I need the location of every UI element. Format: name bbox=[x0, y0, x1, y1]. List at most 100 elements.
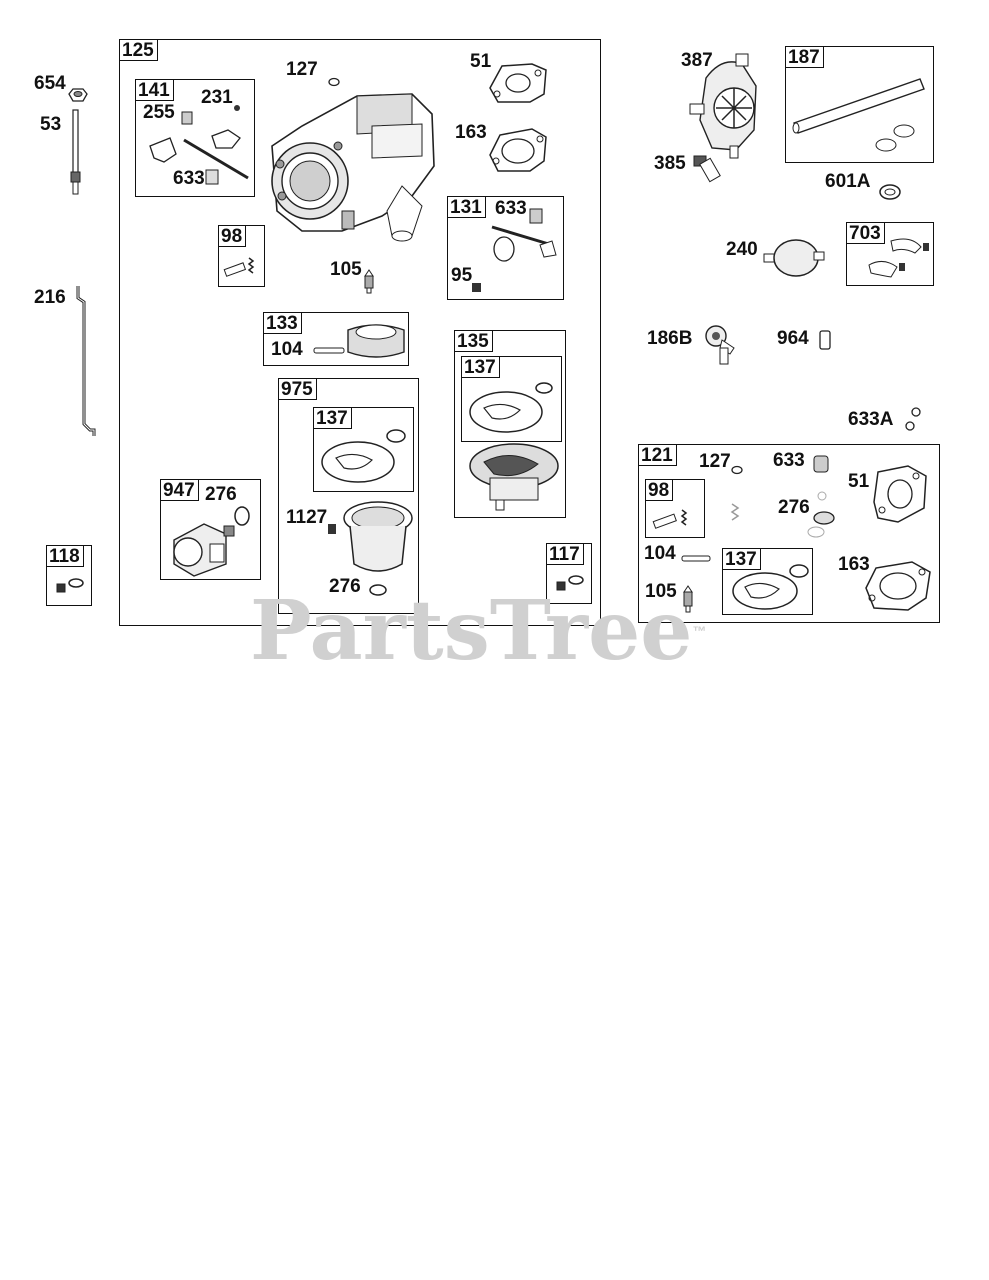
oring-icon bbox=[328, 77, 340, 87]
choke-parts-icon bbox=[149, 105, 249, 185]
kit-tag: 137 bbox=[462, 357, 500, 378]
kit-141[interactable]: 141 bbox=[135, 79, 255, 197]
label-601A[interactable]: 601A bbox=[825, 171, 871, 192]
kit-tag: 703 bbox=[847, 223, 885, 244]
kit-tag: 118 bbox=[47, 546, 84, 567]
gasket-51-icon bbox=[489, 63, 547, 103]
fuel-pump-icon bbox=[689, 53, 757, 159]
float-icon bbox=[313, 324, 405, 358]
watermark-text: PartsTree bbox=[250, 583, 693, 679]
sleeve-icon bbox=[819, 330, 831, 350]
kit-tag: 947 bbox=[161, 480, 199, 501]
label-633b[interactable]: 633 bbox=[495, 198, 527, 219]
assembly-tag: 125 bbox=[120, 40, 158, 61]
kit-tag: 117 bbox=[547, 544, 584, 565]
label-163[interactable]: 163 bbox=[455, 122, 487, 143]
label-53[interactable]: 53 bbox=[40, 114, 62, 135]
throttle-shaft-icon bbox=[472, 208, 557, 292]
screw-washer-icon bbox=[56, 578, 84, 593]
kit-tag: 133 bbox=[264, 313, 302, 334]
label-104b[interactable]: 104 bbox=[644, 543, 676, 564]
label-240[interactable]: 240 bbox=[726, 239, 758, 260]
assembly-125[interactable]: 125 bbox=[119, 39, 601, 626]
float-bowl-icon bbox=[328, 501, 413, 596]
kit-98-b[interactable]: 98 bbox=[645, 479, 705, 538]
label-276b[interactable]: 276 bbox=[329, 576, 361, 597]
label-51b[interactable]: 51 bbox=[848, 471, 870, 492]
spring-washer-icon bbox=[730, 503, 835, 538]
kit-121[interactable]: 121 bbox=[638, 444, 940, 623]
label-385[interactable]: 385 bbox=[654, 153, 686, 174]
label-105b[interactable]: 105 bbox=[645, 581, 677, 602]
label-633A[interactable]: 633A bbox=[848, 409, 894, 430]
label-276c[interactable]: 276 bbox=[778, 497, 810, 518]
kit-tag: 135 bbox=[455, 331, 493, 352]
kit-tag: 131 bbox=[448, 197, 486, 218]
label-276a[interactable]: 276 bbox=[205, 484, 237, 505]
watermark-trademark: ™ bbox=[692, 623, 707, 639]
gasket-163-icon bbox=[489, 128, 547, 172]
kit-tag: 98 bbox=[219, 226, 247, 247]
gasket-51b-icon bbox=[873, 465, 927, 523]
solenoid-icon bbox=[173, 506, 250, 577]
label-964[interactable]: 964 bbox=[777, 328, 809, 349]
kit-tag: 137 bbox=[314, 408, 352, 429]
kit-135[interactable]: 135 bbox=[454, 330, 566, 518]
label-633c[interactable]: 633 bbox=[773, 450, 805, 471]
screw-washer-icon bbox=[556, 575, 584, 591]
label-654[interactable]: 654 bbox=[34, 73, 66, 94]
label-104[interactable]: 104 bbox=[271, 339, 303, 360]
label-163b[interactable]: 163 bbox=[838, 554, 870, 575]
kit-tag: 98 bbox=[646, 480, 674, 501]
label-105[interactable]: 105 bbox=[330, 259, 362, 280]
pump-screw-icon bbox=[693, 155, 721, 183]
screw-spring-icon bbox=[652, 509, 688, 529]
kit-117[interactable]: 117 bbox=[546, 543, 592, 604]
screw-spring-icon bbox=[223, 257, 255, 277]
kit-98[interactable]: 98 bbox=[218, 225, 265, 287]
clamp-icon bbox=[879, 184, 901, 200]
fuel-line-icon bbox=[792, 78, 925, 152]
oring-icon bbox=[731, 465, 743, 475]
carburetor-body-icon bbox=[271, 93, 435, 242]
kit-947[interactable]: 947 bbox=[160, 479, 261, 580]
needle-icon bbox=[683, 585, 693, 613]
label-633[interactable]: 633 bbox=[173, 168, 205, 189]
label-51[interactable]: 51 bbox=[470, 51, 492, 72]
nut-icon bbox=[68, 88, 88, 102]
kit-137-c[interactable]: 137 bbox=[722, 548, 813, 615]
label-216[interactable]: 216 bbox=[34, 287, 66, 308]
kit-118[interactable]: 118 bbox=[46, 545, 92, 606]
label-231[interactable]: 231 bbox=[201, 87, 233, 108]
kit-tag: 137 bbox=[723, 549, 761, 570]
fuel-filter-icon bbox=[763, 239, 825, 277]
kit-133[interactable]: 133 bbox=[263, 312, 409, 366]
bushing-icon bbox=[813, 455, 829, 501]
gasket-137-icon bbox=[321, 429, 406, 483]
kit-tag: 121 bbox=[639, 445, 677, 466]
kit-131[interactable]: 131 bbox=[447, 196, 564, 300]
kit-703[interactable]: 703 bbox=[846, 222, 934, 286]
shaft-icon bbox=[70, 109, 81, 195]
label-186B[interactable]: 186B bbox=[647, 328, 693, 349]
needle-icon bbox=[364, 269, 374, 294]
kit-975[interactable]: 975 bbox=[278, 378, 419, 614]
kit-137-b[interactable]: 137 bbox=[313, 407, 414, 492]
kit-tag: 975 bbox=[279, 379, 317, 400]
rod-icon bbox=[76, 286, 96, 436]
washers-icon bbox=[905, 407, 921, 431]
label-127b[interactable]: 127 bbox=[699, 451, 731, 472]
kit-187[interactable]: 187 bbox=[785, 46, 934, 163]
label-127[interactable]: 127 bbox=[286, 59, 318, 80]
kit-137-a[interactable]: 137 bbox=[461, 356, 562, 442]
elbow-fitting-icon bbox=[705, 325, 735, 365]
kit-tag: 141 bbox=[136, 80, 174, 101]
label-255[interactable]: 255 bbox=[143, 102, 175, 123]
label-95[interactable]: 95 bbox=[451, 265, 473, 286]
kit-tag: 187 bbox=[786, 47, 824, 68]
gasket-137-icon bbox=[732, 564, 809, 610]
label-1127[interactable]: 1127 bbox=[286, 507, 328, 528]
label-387[interactable]: 387 bbox=[681, 50, 713, 71]
pin-icon bbox=[681, 555, 711, 562]
